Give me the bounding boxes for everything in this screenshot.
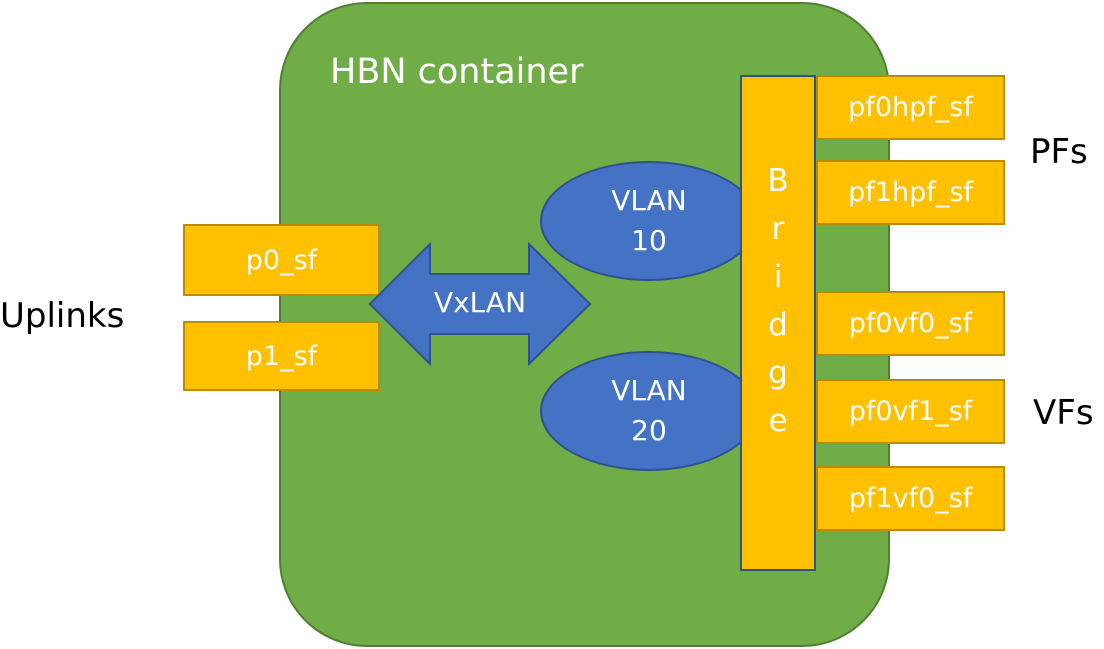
vf-port-pf0vf0: pf0vf0_sf <box>816 291 1005 356</box>
bridge-letter: e <box>768 403 788 439</box>
uplink-port-p0: p0_sf <box>183 224 380 296</box>
bridge-letter: g <box>768 355 788 391</box>
vxlan-label: VxLAN <box>433 286 527 319</box>
uplink-port-p1: p1_sf <box>183 321 380 391</box>
bridge-letter: i <box>773 259 783 295</box>
vlan-20-id: 20 <box>631 414 667 447</box>
vlan-10-id: 10 <box>631 224 667 257</box>
pf-port-pf0hpf: pf0hpf_sf <box>816 75 1005 140</box>
container-title: HBN container <box>330 52 584 92</box>
vf-port-pf0vf1: pf0vf1_sf <box>816 379 1005 444</box>
vxlan-arrow-shape <box>368 241 592 367</box>
bridge-letter: B <box>767 163 789 199</box>
bridge-label: B r i d g e <box>742 157 814 445</box>
vlan-20-ellipse: VLAN 20 <box>540 351 758 471</box>
vlan-10-label: VLAN <box>611 184 687 217</box>
uplinks-label: Uplinks <box>0 296 125 336</box>
vf-port-pf1vf0: pf1vf0_sf <box>816 466 1005 531</box>
pf-port-pf1hpf: pf1hpf_sf <box>816 160 1005 225</box>
bridge-letter: r <box>771 211 785 247</box>
bridge-letter: d <box>768 307 788 343</box>
bridge: B r i d g e <box>740 75 816 571</box>
vfs-label: VFs <box>1033 393 1094 433</box>
pfs-label: PFs <box>1030 132 1088 172</box>
vlan-20-label: VLAN <box>611 374 687 407</box>
vlan-10-ellipse: VLAN 10 <box>540 161 758 281</box>
